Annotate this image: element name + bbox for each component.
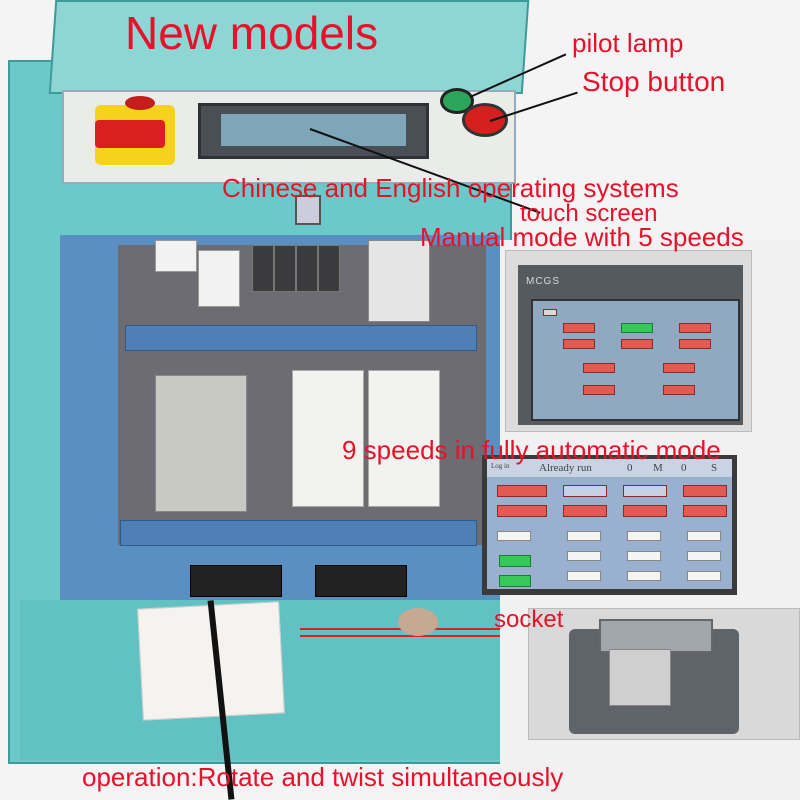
manual-button[interactable] [679, 323, 711, 333]
auto-button[interactable] [623, 485, 667, 497]
speed-field[interactable] [567, 551, 601, 561]
auto-button[interactable] [623, 505, 667, 517]
inverter-2 [368, 370, 440, 507]
din-rail-lower [120, 520, 477, 546]
speed-field[interactable] [627, 531, 661, 541]
auto-mode-label: 9 speeds in fully automatic mode [342, 435, 721, 465]
counter-value: 0 [627, 462, 633, 474]
manual-button[interactable] [663, 363, 695, 373]
breaker-2 [198, 250, 240, 307]
stop-button[interactable] [462, 103, 508, 137]
brand-label: MCGS [526, 276, 560, 287]
auto-button[interactable] [497, 485, 547, 497]
operation-label: operation:Rotate and twist simultaneousl… [82, 762, 564, 792]
relay-3 [296, 245, 318, 292]
manual-button[interactable] [583, 363, 615, 373]
manual-button[interactable] [563, 323, 595, 333]
inverter-1 [292, 370, 364, 507]
speed-field[interactable] [627, 571, 661, 581]
door-latch[interactable] [295, 195, 321, 225]
auto-status-bar: Log in Already run 0 M 0 S [487, 459, 732, 477]
speed-field[interactable] [567, 571, 601, 581]
manual-button[interactable] [621, 339, 653, 349]
socket-photo [528, 608, 800, 740]
manual-mode-screen-photo: MCGS [505, 250, 752, 432]
speed-field[interactable] [687, 571, 721, 581]
run-status: Already run [539, 462, 592, 474]
power-supply [155, 375, 247, 512]
stop-button-label: Stop button [582, 66, 726, 97]
relay-2 [274, 245, 296, 292]
speed-field[interactable] [567, 531, 601, 541]
socket-label: socket [494, 606, 564, 633]
counter-value: S [711, 462, 718, 474]
din-rail-upper [125, 325, 477, 351]
speed-field[interactable] [627, 551, 661, 561]
auto-screen-display: Log in Already run 0 M 0 S [487, 459, 732, 589]
wire-bundle [300, 635, 510, 637]
manual-button[interactable] [563, 339, 595, 349]
plc-module [368, 240, 430, 322]
manual-button[interactable] [621, 323, 653, 333]
auto-button[interactable] [563, 505, 607, 517]
manual-button[interactable] [583, 385, 615, 395]
green-button[interactable] [499, 575, 531, 587]
manual-button[interactable] [679, 339, 711, 349]
speed-field[interactable] [687, 551, 721, 561]
manual-screen-display [531, 299, 740, 421]
main-switch-handle[interactable] [95, 120, 165, 148]
auto-button[interactable] [683, 485, 727, 497]
terminal-block-left [190, 565, 282, 597]
breaker-1 [155, 240, 197, 272]
manual-mode-label: Manual mode with 5 speeds [420, 222, 744, 252]
relay-1 [252, 245, 274, 292]
manual-button[interactable] [663, 385, 695, 395]
socket-insert [609, 649, 671, 706]
terminal-block-right [315, 565, 407, 597]
socket-clip [599, 619, 713, 653]
cable-gland [398, 608, 438, 636]
green-button[interactable] [499, 555, 531, 567]
counter-value: M [653, 462, 663, 474]
login-button[interactable]: Log in [491, 462, 510, 470]
emergency-knob[interactable] [125, 96, 155, 110]
auto-mode-screen-photo: Log in Already run 0 M 0 S [482, 455, 737, 595]
relay-4 [318, 245, 340, 292]
speed-field[interactable] [497, 531, 531, 541]
auto-button[interactable] [683, 505, 727, 517]
speed-field[interactable] [687, 531, 721, 541]
os-label: Chinese and English operating systems [222, 173, 679, 203]
touch-screen-label: touch screen [520, 200, 658, 227]
headline: New models [125, 7, 379, 59]
counter-value: 0 [681, 462, 687, 474]
auto-button[interactable] [563, 485, 607, 497]
pilot-lamp-label: pilot lamp [572, 28, 684, 58]
auto-button[interactable] [497, 505, 547, 517]
